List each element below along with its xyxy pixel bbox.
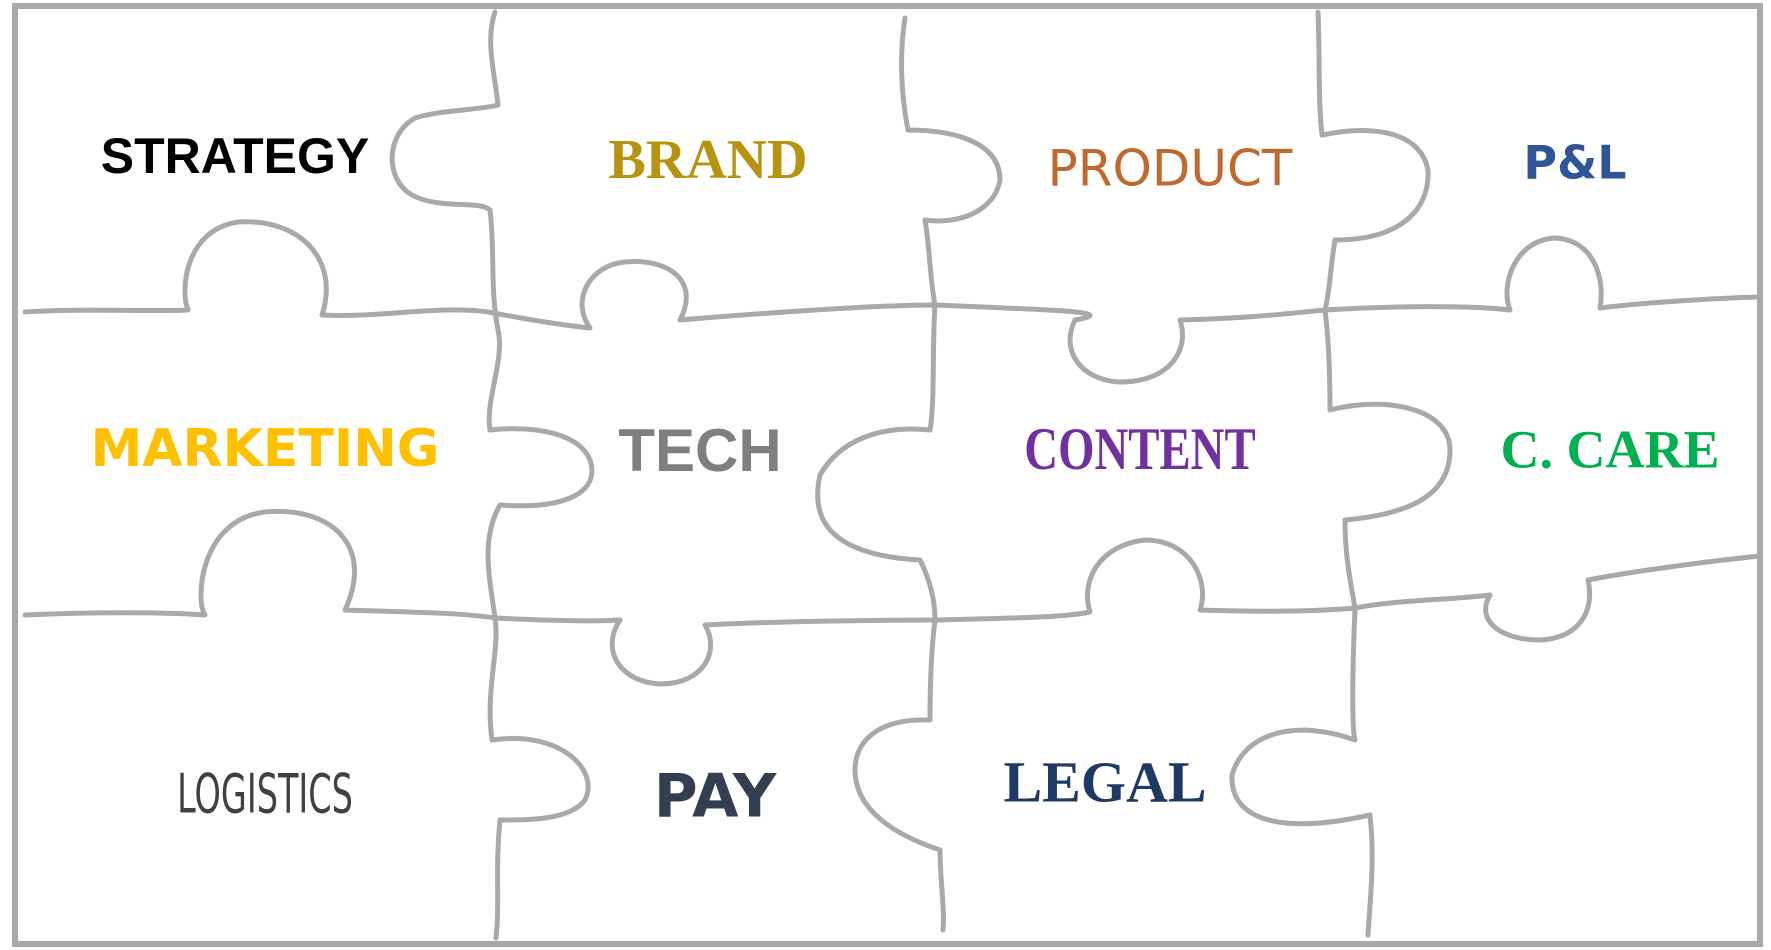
piece-label-tech: TECH [618,417,781,484]
piece-label-product: PRODUCT [1048,140,1293,198]
piece-label-brand: BRAND [608,129,807,191]
puzzle-cut-v2 [815,15,1003,933]
piece-label-pl: P&L [1523,136,1626,190]
puzzle-frame [12,3,1763,947]
piece-label-ccare: C. CARE [1500,419,1719,479]
puzzle-cut-v3 [1229,9,1453,938]
puzzle-cut-v1 [389,9,595,941]
piece-label-legal: LEGAL [1003,749,1206,814]
puzzle-cut-h1 [22,219,1763,385]
piece-label-logistics: LOGISTICS [177,762,353,826]
piece-label-pay: PAY [654,762,778,832]
piece-label-marketing: MARKETING [91,419,440,479]
piece-label-strategy: STRATEGY [101,128,370,184]
puzzle-cut-h2 [22,508,1763,687]
piece-label-content: CONTENT [1024,415,1256,482]
